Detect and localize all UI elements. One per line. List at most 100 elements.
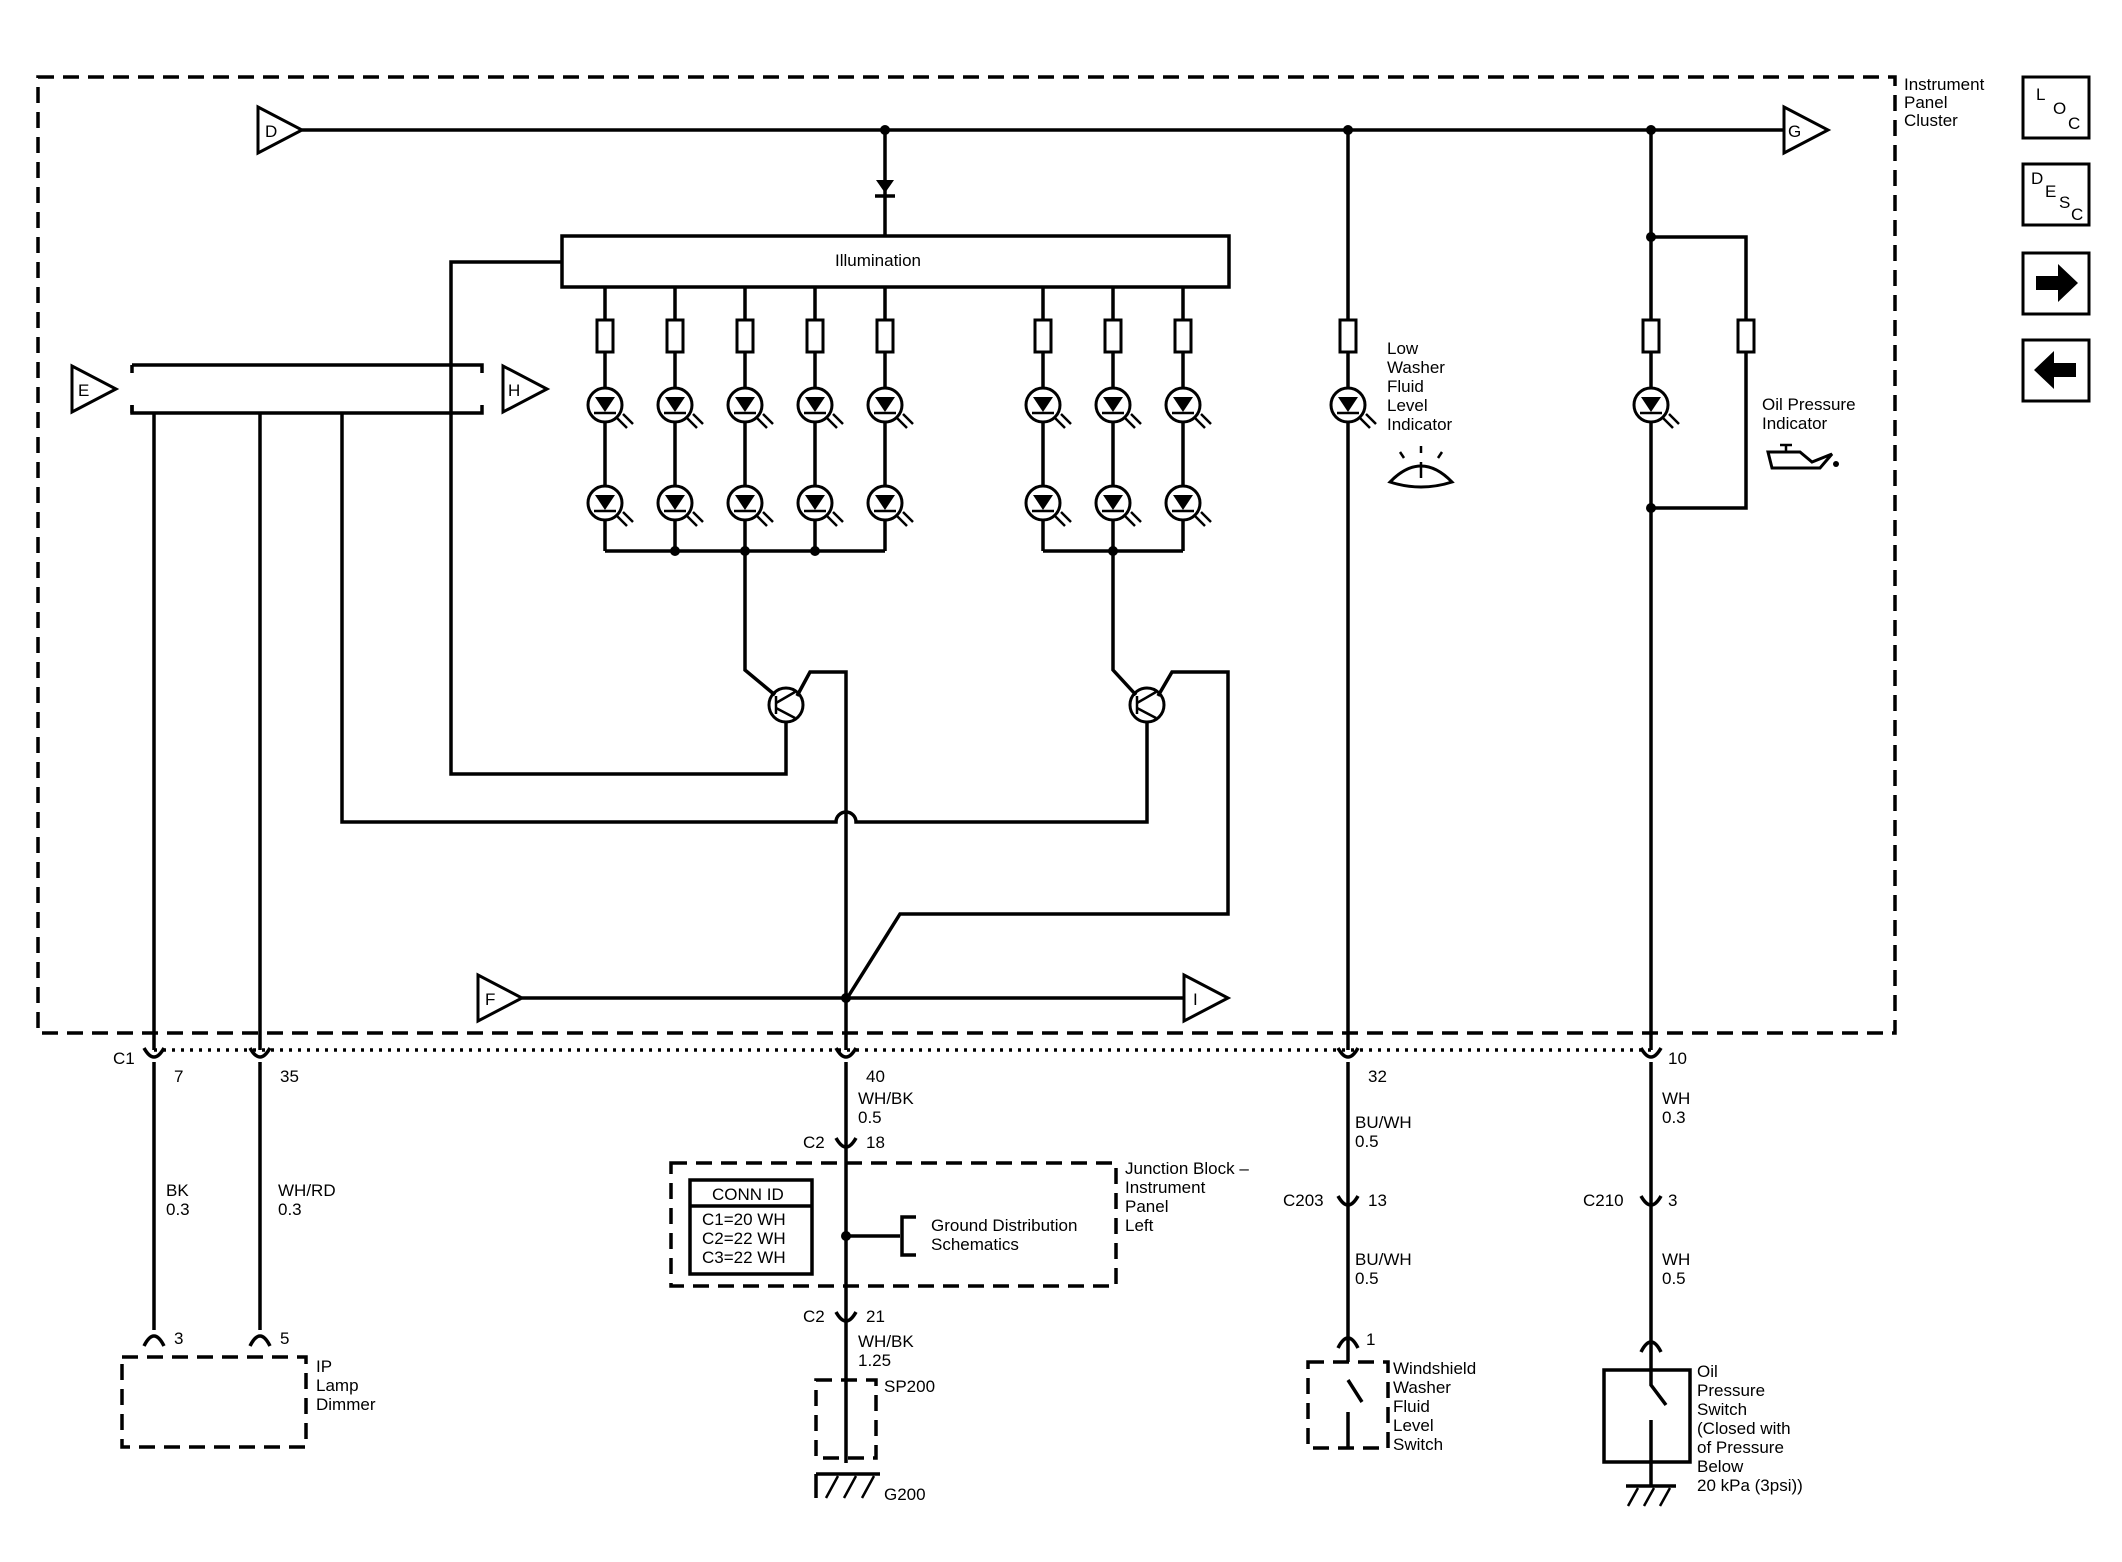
arrow-right-icon (2036, 264, 2078, 302)
led-icon (1024, 484, 1072, 527)
pin-label: 18 (866, 1133, 885, 1152)
connector-pin (248, 1334, 272, 1347)
svg-text:Fluid: Fluid (1387, 377, 1424, 396)
cluster-boundary (36, 75, 1897, 1035)
svg-text:Windshield: Windshield (1393, 1359, 1476, 1378)
svg-text:I: I (1193, 990, 1198, 1009)
offpage-F: F (476, 972, 526, 1024)
wire-illum-to-transistor1 (449, 260, 788, 776)
svg-text:0.3: 0.3 (278, 1200, 302, 1219)
svg-text:D: D (2031, 169, 2043, 188)
svg-text:E: E (2045, 182, 2056, 201)
led-column (1024, 287, 1072, 551)
splice-pack (814, 1378, 878, 1460)
svg-text:Oil Pressure: Oil Pressure (1762, 395, 1856, 414)
connector-pin (1336, 1047, 1360, 1059)
connector-pin (1639, 1047, 1663, 1059)
pin-label: 5 (280, 1329, 289, 1348)
junction-label: Junction Block – Instrument Panel Left (1125, 1159, 1249, 1235)
svg-text:20 kPa (3psi)): 20 kPa (3psi)) (1697, 1476, 1803, 1495)
wire-label-buwh2: BU/WH 0.5 (1355, 1250, 1412, 1288)
resistor-icon (1338, 318, 1358, 354)
ground-distribution-bracket (900, 1215, 916, 1257)
junction-block (669, 1161, 1118, 1288)
transistor-left (767, 686, 805, 724)
svg-text:Ground Distribution: Ground Distribution (931, 1216, 1077, 1235)
svg-text:S: S (2059, 193, 2070, 212)
oil-pressure-label: Oil Pressure Indicator (1762, 395, 1856, 433)
led-icon (586, 386, 634, 429)
pin-label: 32 (1368, 1067, 1387, 1086)
pin-label: 1 (1366, 1330, 1375, 1349)
ip-lamp-dimmer (120, 1355, 308, 1449)
svg-text:C: C (2071, 205, 2083, 224)
svg-text:Level: Level (1387, 396, 1428, 415)
previous-page-button[interactable] (2021, 338, 2091, 403)
next-page-button[interactable] (2021, 251, 2091, 316)
wire-label-whbk1: WH/BK 0.5 (858, 1089, 914, 1127)
led-column (726, 287, 774, 551)
svg-text:G: G (1788, 122, 1801, 141)
led-icon (656, 484, 704, 527)
svg-text:Pressure: Pressure (1697, 1381, 1765, 1400)
washer-switch-label: Windshield Washer Fluid Level Switch (1393, 1359, 1476, 1454)
transistor-right (1128, 686, 1166, 724)
connector-pin (142, 1334, 166, 1347)
led-column (1164, 287, 1212, 551)
pin-label: 10 (1668, 1049, 1687, 1068)
connector-C203-label: C203 (1283, 1191, 1324, 1210)
wire-label-buwh1: BU/WH 0.5 (1355, 1113, 1412, 1151)
svg-text:Cluster: Cluster (1904, 111, 1958, 130)
svg-text:L: L (2036, 85, 2045, 104)
pin-label: 7 (174, 1067, 183, 1086)
offpage-D: D (256, 104, 306, 156)
svg-text:Indicator: Indicator (1762, 414, 1828, 433)
svg-text:0.5: 0.5 (858, 1108, 882, 1127)
led-icon (796, 386, 844, 429)
svg-text:Level: Level (1393, 1416, 1434, 1435)
svg-text:C1=20 WH: C1=20 WH (702, 1210, 786, 1229)
resistor-icon (1173, 318, 1193, 354)
led-column (866, 287, 914, 551)
svg-text:of Pressure: of Pressure (1697, 1438, 1784, 1457)
ground-label: G200 (884, 1485, 926, 1504)
location-button[interactable]: L O C (2021, 75, 2091, 140)
svg-text:0.3: 0.3 (166, 1200, 190, 1219)
svg-text:WH/RD: WH/RD (278, 1181, 336, 1200)
connector-pin (248, 1047, 272, 1059)
description-button[interactable]: D E S C (2021, 162, 2091, 227)
cluster-label: Instrument Panel Cluster (1904, 75, 1985, 130)
led-column (656, 287, 704, 551)
pin-label: 21 (866, 1307, 885, 1326)
svg-text:Instrument: Instrument (1904, 75, 1985, 94)
illumination-led-group-left (586, 287, 914, 556)
svg-text:0.5: 0.5 (1662, 1269, 1686, 1288)
led-icon (1094, 484, 1142, 527)
wire-label-whbk2: WH/BK 1.25 (858, 1332, 914, 1370)
ground-distribution-label: Ground Distribution Schematics (931, 1216, 1077, 1254)
svg-text:Oil: Oil (1697, 1362, 1718, 1381)
resistor-icon (1641, 318, 1661, 354)
led-icon (1164, 484, 1212, 527)
svg-text:Panel: Panel (1904, 93, 1947, 112)
svg-text:CONN ID: CONN ID (712, 1185, 784, 1204)
svg-text:C: C (2068, 114, 2080, 133)
svg-text:C3=22 WH: C3=22 WH (702, 1248, 786, 1267)
led-icon (866, 386, 914, 429)
svg-text:0.5: 0.5 (1355, 1269, 1379, 1288)
svg-text:Schematics: Schematics (931, 1235, 1019, 1254)
pin-label: 3 (174, 1329, 183, 1348)
diode-icon (876, 180, 894, 193)
connector-C2-label: C2 (803, 1133, 825, 1152)
resistor-icon (735, 318, 755, 354)
pin-label: 40 (866, 1067, 885, 1086)
low-washer-led-icon (1329, 386, 1377, 429)
wire-label-wh2: WH 0.5 (1662, 1250, 1690, 1288)
wire-transistor1-collector (795, 670, 848, 1000)
connector-pin (834, 1047, 858, 1059)
led-icon (656, 386, 704, 429)
dimmer-label: IP Lamp Dimmer (316, 1357, 376, 1414)
svg-text:BK: BK (166, 1181, 189, 1200)
svg-text:Instrument: Instrument (1125, 1178, 1206, 1197)
ground-icon (1626, 1484, 1676, 1507)
